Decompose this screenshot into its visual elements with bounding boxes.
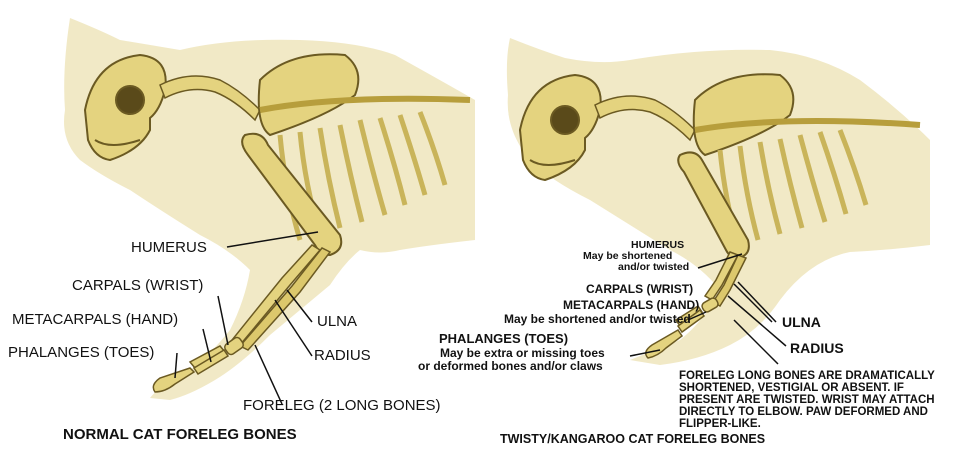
foreleg-leader: [733, 319, 779, 365]
label-radius: RADIUS: [790, 340, 844, 356]
label-humerus: HUMERUS: [131, 239, 207, 256]
ulna-leader: [286, 289, 313, 323]
ulna-leader-2: [733, 283, 773, 323]
label-humerus: HUMERUS: [631, 239, 685, 251]
radius-leader: [274, 299, 313, 357]
normal-panel-title: NORMAL CAT FORELEG BONES: [63, 426, 297, 443]
label-ulna: ULNA: [782, 314, 821, 330]
humerus-bone: [241, 132, 343, 257]
foreleg-deformity-note: FORELEG LONG BONES ARE DRAMATICALLY SHOR…: [679, 370, 935, 431]
cervical-vertebrae: [594, 95, 696, 142]
metacarpals-leader: [202, 328, 212, 363]
skull: [518, 73, 602, 182]
label-carpals: CARPALS (WRIST): [586, 282, 694, 296]
normal-cat-skeleton-illustration: [64, 18, 475, 405]
label-foreleg: FORELEG (2 LONG BONES): [243, 397, 441, 414]
metacarpals-leader: [687, 311, 707, 321]
ulna-bone: [703, 251, 740, 301]
cervical-vertebrae: [159, 75, 261, 122]
twisty-cat-panel: HUMERUS May be shortened and/or twisted …: [418, 0, 959, 467]
label-humerus-note-2: and/or twisted: [618, 261, 690, 273]
scapula: [692, 73, 795, 157]
carpals-leader: [217, 295, 229, 346]
label-radius: RADIUS: [314, 347, 371, 364]
label-carpals: CARPALS (WRIST): [72, 277, 204, 294]
label-metacarpals: METACARPALS (HAND): [12, 311, 179, 328]
twisty-panel-title: TWISTY/KANGAROO CAT FORELEG BONES: [500, 432, 766, 446]
label-phalanges-note-1: May be extra or missing toes: [440, 346, 605, 360]
ulna-leader: [737, 281, 777, 323]
leader-lines: [174, 231, 319, 405]
label-humerus-note-1: May be shortened: [583, 250, 673, 262]
spine: [259, 95, 471, 113]
label-metacarpals: METACARPALS (HAND): [563, 298, 700, 312]
scapula: [257, 53, 360, 137]
label-phalanges-note-2: or deformed bones and/or claws: [418, 359, 603, 373]
twisty-cat-skeleton-illustration: [506, 38, 930, 365]
phalanges-leader: [174, 352, 178, 379]
humerus-leader: [226, 231, 319, 248]
normal-cat-panel: HUMERUS CARPALS (WRIST) METACARPALS (HAN…: [8, 18, 475, 443]
label-phalanges: PHALANGES (TOES): [8, 344, 155, 361]
label-ulna: ULNA: [317, 313, 358, 330]
skull: [83, 53, 167, 162]
spine: [694, 118, 921, 133]
humerus-leader: [697, 253, 743, 269]
label-metacarpals-note: May be shortened and/or twisted: [504, 312, 691, 326]
radius-leader: [727, 295, 787, 347]
phalanges-leader: [629, 349, 661, 357]
leader-lines: [629, 253, 787, 365]
cat-body-silhouette: [64, 18, 475, 400]
label-phalanges: PHALANGES (TOES): [439, 331, 569, 346]
foreleg-leader: [254, 344, 283, 405]
